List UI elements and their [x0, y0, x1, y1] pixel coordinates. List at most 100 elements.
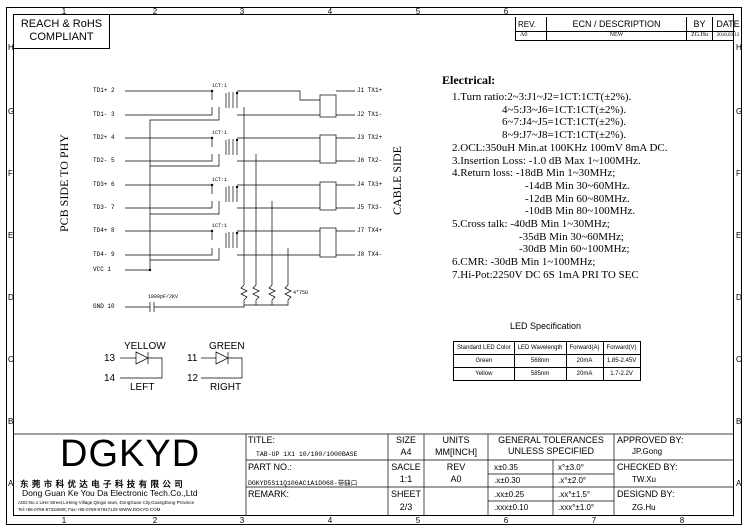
zone-row-label: C	[736, 355, 742, 364]
spec-line: -30dB Min 60~100MHz;	[519, 243, 630, 256]
table-cell: 20mA	[565, 367, 604, 381]
sheet-label: SHEET	[390, 489, 421, 499]
zone-col-label: 6	[503, 516, 509, 525]
tolerance-linear: .xxx±0.10	[494, 503, 529, 512]
zone-row-label: F	[8, 169, 13, 178]
scale-label: SACLE	[391, 462, 421, 472]
pin-label: J1 TX1+	[357, 87, 383, 94]
led-left-pin-a: 13	[104, 353, 116, 364]
part-label: PART NO.:	[248, 462, 293, 472]
spec-line: 3.Insertion Loss: -1.0 dB Max 1~100MHz.	[452, 154, 641, 167]
rev-label: REV	[446, 462, 466, 472]
design-value: ZG.Hu	[632, 503, 656, 512]
pcb-side-label: PCB SIDE TO PHY	[57, 134, 71, 232]
size-label: SIZE	[395, 435, 416, 445]
tolerance-linear: .x±0.30	[494, 476, 521, 485]
zone-row-label: G	[8, 107, 15, 116]
zone-col-label: 4	[327, 7, 333, 16]
approved-label: APPROVED BY:	[617, 435, 684, 445]
units-value: MM[INCH]	[435, 447, 477, 457]
pin-label: TD1- 3	[93, 111, 115, 118]
checked-value: TW.Xu	[632, 475, 657, 484]
choke-1	[319, 90, 355, 118]
table-cell: 568nm	[513, 354, 567, 368]
zone-row-label: A	[736, 479, 742, 488]
spec-line: -10dB Min 80~100MHz.	[525, 205, 636, 218]
zone-row-label: B	[8, 417, 14, 426]
company-contact: Tel:+86-0769-87334608; Fax:+86-0769-8784…	[18, 507, 161, 512]
zone-col-label: 2	[152, 7, 158, 16]
spec-line: 8~9:J7~J8=1CT:1CT(±2%).	[502, 129, 627, 142]
choke-4	[319, 227, 355, 258]
led-green-symbol	[201, 351, 243, 379]
table-cell: 1.7-2.2V	[602, 367, 641, 381]
spec-line: -12dB Min 60~80MHz.	[525, 192, 630, 205]
checked-label: CHECKED BY:	[617, 462, 678, 472]
tolerance-angular: .xxx°±1.0°	[558, 503, 595, 512]
spec-line: -35dB Min 30~60MHz;	[519, 230, 624, 243]
spec-line: 7.Hi-Pot:2250V DC 6S 1mA PRI TO SEC	[452, 268, 639, 281]
tolerance-linear: .xx±0.25	[494, 490, 525, 499]
led-right-pin-a: 11	[187, 353, 198, 364]
zone-col-label: 6	[503, 7, 509, 16]
pin-label: TD3- 7	[93, 204, 115, 211]
table-header: Forward(V)	[602, 341, 641, 355]
table-header: Forward(A)	[565, 341, 604, 355]
zone-row-label: A	[8, 479, 14, 488]
table-header-row: Standard LED Color LED Wavelength Forwar…	[453, 341, 641, 355]
tolerance-linear: x±0.35	[494, 463, 518, 472]
by-value: ZG.Hu	[691, 32, 708, 38]
zone-col-label: 7	[591, 516, 597, 525]
ratio-label: 1CT:1	[212, 177, 228, 183]
electrical-heading: Electrical:	[442, 73, 496, 87]
led-right-color: GREEN	[209, 341, 245, 352]
compliance-box: REACH & RoHS COMPLIANT	[14, 15, 110, 49]
led-left-side: LEFT	[130, 382, 155, 393]
drawing-frame-inner	[13, 14, 734, 516]
ecn-header: ECN / DESCRIPTION	[572, 19, 661, 29]
design-label: DESIGND BY:	[617, 489, 675, 499]
zone-col-label: 1	[61, 7, 67, 16]
channel-3-wiring	[125, 184, 320, 209]
table-cell: Yellow	[453, 367, 515, 381]
ratio-label: 1CT:1	[212, 130, 228, 136]
tolerance-angular: x°±3.0°	[558, 463, 584, 472]
zone-row-label: C	[8, 355, 14, 364]
pin-label: J4 TX3+	[357, 181, 383, 188]
channel-4-wiring	[125, 230, 320, 256]
pin-label: VCC 1	[93, 266, 112, 273]
date-header: DATE	[716, 19, 740, 29]
table-cell: 1.85-2.45V	[602, 354, 641, 368]
zone-col-label: 1	[61, 516, 67, 525]
table-header: Standard LED Color	[453, 341, 515, 355]
pin-label: J8 TX4-	[357, 251, 383, 258]
spec-line: 1.Turn ratio:2~3:J1~J2=1CT:1CT(±2%).	[452, 91, 632, 103]
zone-row-label: G	[736, 107, 743, 116]
table-row: Yellow 585nm 20mA 1.7-2.2V	[453, 367, 641, 381]
zone-row-label: H	[8, 43, 14, 52]
compliance-line-1: REACH & RoHS	[20, 18, 103, 30]
company-name-en: Dong Guan Ke You Da Electronic Tech.Co.,…	[22, 488, 198, 498]
zone-col-label: 5	[415, 7, 421, 16]
zone-row-label: F	[736, 169, 741, 178]
led-left-pin-b: 14	[104, 373, 116, 384]
tolerance-angular: .xx°±1.5°	[558, 490, 591, 499]
scale-value: 1:1	[399, 474, 413, 484]
channel-1-wiring	[125, 90, 320, 116]
pin-label: J7 TX4+	[357, 227, 383, 234]
ratio-label: 1CT:1	[212, 223, 228, 229]
zone-row-label: D	[8, 293, 14, 302]
led-left-color: YELLOW	[124, 341, 166, 352]
rev-value: A0	[520, 32, 528, 38]
pin-label: TD2- 5	[93, 157, 115, 164]
ecn-value: NEW	[609, 32, 624, 38]
spec-line: 6~7:J4~J5=1CT:1CT(±2%).	[502, 116, 627, 129]
led-right-pin-b: 12	[187, 373, 199, 384]
ratio-label: 1CT:1	[212, 83, 228, 89]
zone-col-label: 4	[327, 516, 333, 525]
pin-label: TD4- 9	[93, 251, 115, 258]
spec-line: 4~5:J3~J6=1CT:1CT(±2%).	[502, 103, 627, 116]
zone-row-label: B	[736, 417, 742, 426]
remark-label: REMARK:	[248, 489, 290, 499]
